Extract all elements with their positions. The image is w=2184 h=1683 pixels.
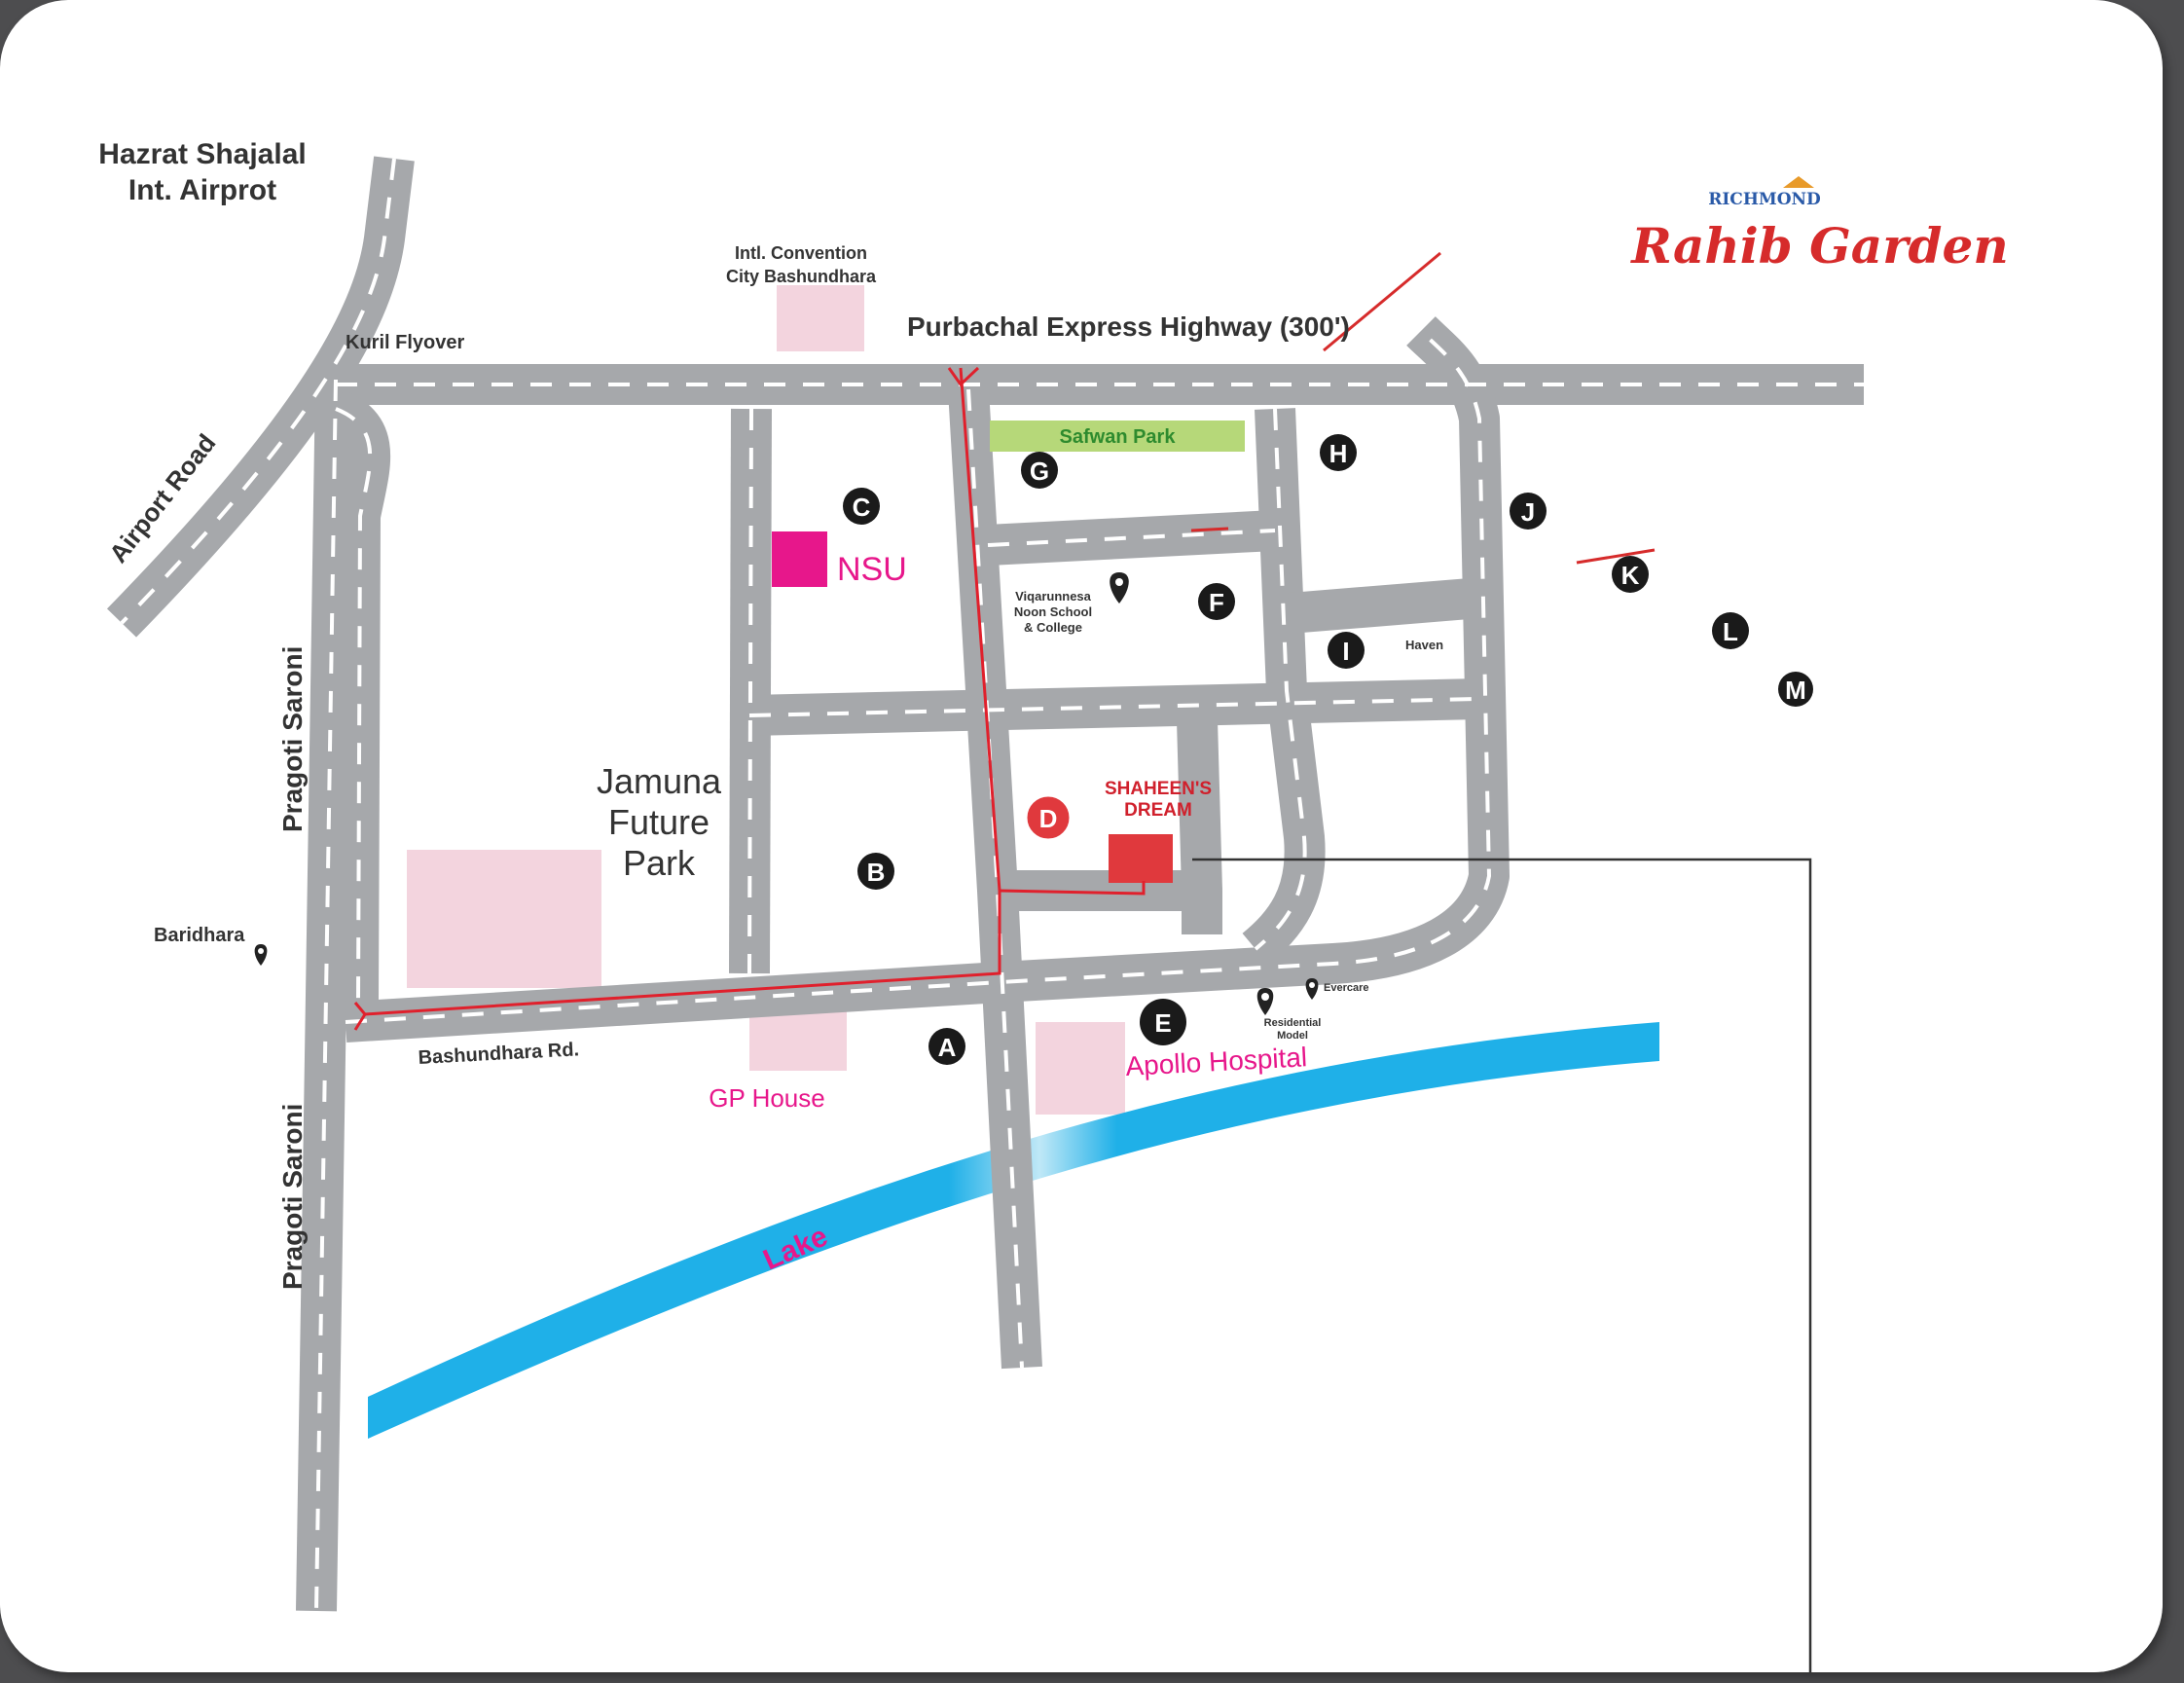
svg-text:C: C	[853, 493, 871, 522]
marker-l: L	[1712, 612, 1749, 649]
brand-logo: RICHMOND Rahib Garden	[1629, 176, 2009, 274]
jamuna-label-1: Jamuna	[597, 761, 722, 801]
viqarunnessa-label-2: Noon School	[1014, 604, 1092, 619]
road-d-loop	[998, 870, 1222, 934]
apollo-hospital-label: Apollo Hospital	[1125, 1042, 1308, 1081]
lake	[368, 1022, 1659, 1439]
marker-a: A	[928, 1028, 965, 1065]
residential-label-2: Model	[1277, 1030, 1308, 1042]
route-spur	[999, 881, 1146, 896]
svg-text:E: E	[1154, 1008, 1171, 1038]
marker-d: D	[1024, 793, 1073, 842]
route-line	[364, 367, 1001, 1016]
haven-label: Haven	[1405, 638, 1443, 652]
convention-label-1: Intl. Convention	[735, 243, 867, 263]
svg-text:K: K	[1621, 561, 1640, 590]
nsu-block	[772, 531, 827, 587]
viqarunnessa-label-3: & College	[1024, 620, 1082, 635]
pointer-line	[1192, 858, 1812, 1672]
apollo-hospital-block	[1036, 1022, 1125, 1115]
route-arrow-left	[353, 1002, 367, 1031]
svg-text:F: F	[1209, 588, 1224, 617]
airport-label-1: Hazrat Shajalal	[98, 138, 306, 170]
marker-h: H	[1320, 434, 1357, 471]
marker-m: M	[1778, 672, 1813, 707]
svg-text:D: D	[1039, 804, 1058, 833]
target-label-2: DREAM	[1124, 800, 1192, 821]
marker-b: B	[857, 853, 894, 890]
safwan-park-label: Safwan Park	[1060, 426, 1177, 448]
svg-text:M: M	[1785, 676, 1806, 705]
pin-icon-viqarunnessa	[1110, 572, 1129, 604]
svg-text:I: I	[1342, 637, 1349, 666]
kuril-flyover-label: Kuril Flyover	[346, 332, 464, 353]
marker-j: J	[1510, 493, 1547, 530]
brand-title: Rahib Garden	[1629, 217, 2008, 274]
road-cross-i	[1288, 578, 1472, 634]
pin-icon-baridhara	[254, 944, 268, 966]
road-d-vertical	[1177, 719, 1222, 892]
target-label-1: SHAHEEN'S	[1105, 779, 1212, 799]
svg-text:G: G	[1030, 457, 1049, 486]
accent-stroke-3	[1190, 527, 1229, 532]
marker-i: I	[1328, 632, 1365, 669]
pragoti-saroni-label-top: Pragoti Saroni	[277, 646, 308, 832]
gp-house-label: GP House	[709, 1083, 824, 1113]
viqarunnessa-label-1: Viqarunnesa	[1015, 589, 1092, 604]
svg-text:B: B	[867, 858, 886, 887]
nsu-label: NSU	[837, 551, 907, 588]
svg-text:H: H	[1329, 439, 1348, 468]
house-icon	[1783, 176, 1814, 188]
jamuna-label-3: Park	[623, 843, 696, 883]
airport-label-2: Int. Airprot	[128, 174, 276, 206]
svg-text:L: L	[1723, 617, 1738, 646]
residential-label-1: Residential	[1264, 1017, 1322, 1029]
svg-text:J: J	[1521, 497, 1535, 527]
bashundhara-rd-label: Bashundhara Rd.	[418, 1039, 580, 1069]
marker-c: C	[843, 488, 880, 525]
accent-stroke-2	[1576, 548, 1656, 565]
marker-k: K	[1612, 556, 1649, 593]
convention-label-2: City Bashundhara	[726, 267, 877, 286]
brand-logo-text: RICHMOND	[1708, 190, 1821, 209]
shaheens-dream-block	[1109, 834, 1173, 883]
jamuna-future-park-block	[407, 850, 601, 988]
route-arrow-top	[947, 366, 980, 387]
pin-icon-residential	[1256, 988, 1274, 1015]
safwan-park	[990, 421, 1245, 452]
accent-stroke-1	[1323, 251, 1441, 352]
svg-text:A: A	[938, 1033, 957, 1062]
marker-f: F	[1198, 583, 1235, 620]
convention-city-block	[777, 285, 864, 351]
pragoti-saroni-label-bottom: Pragoti Saroni	[277, 1104, 308, 1290]
evercare-label: Evercare	[1324, 982, 1369, 994]
highway-label: Purbachal Express Highway (300')	[907, 311, 1350, 342]
jamuna-label-2: Future	[608, 802, 710, 842]
pragoti-saroni	[296, 379, 356, 1612]
marker-g: G	[1021, 452, 1058, 489]
marker-e: E	[1140, 999, 1186, 1045]
pin-icon-evercare	[1305, 978, 1319, 1000]
baridhara-label: Baridhara	[154, 925, 245, 946]
